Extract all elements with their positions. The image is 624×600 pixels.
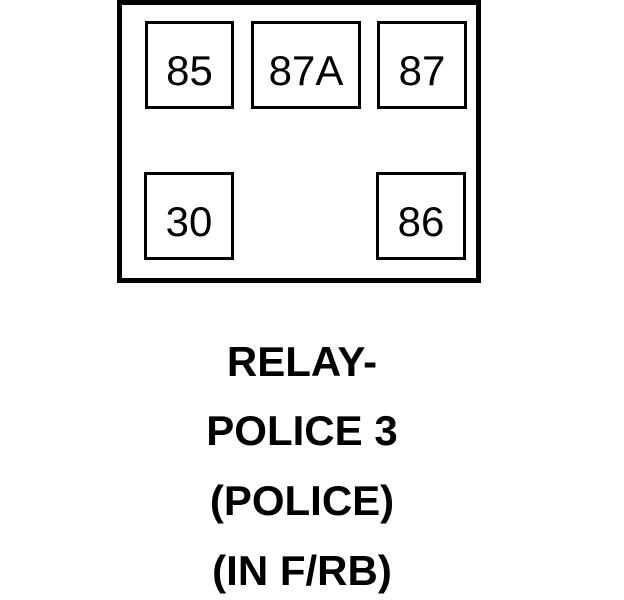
pin-terminal-87: 87 xyxy=(377,21,467,109)
pin-terminal-85-label: 85 xyxy=(166,47,213,94)
pin-terminal-87-label: 87 xyxy=(398,47,446,94)
caption-line-relay: RELAY- xyxy=(226,338,378,385)
relay-body-outline: 85 87A 87 30 86 xyxy=(117,0,481,283)
pin-terminal-86-label: 86 xyxy=(397,198,445,245)
caption-line-in-frb: (IN F/RB) xyxy=(212,547,392,594)
caption-line-police-3: POLICE 3 xyxy=(206,407,398,454)
caption-line-police: (POLICE) xyxy=(209,477,395,524)
pin-terminal-85: 85 xyxy=(145,21,234,109)
pin-terminal-87a-label: 87A xyxy=(268,47,344,94)
pin-terminal-30: 30 xyxy=(144,172,234,260)
pin-terminal-86: 86 xyxy=(376,172,466,260)
pin-terminal-87a: 87A xyxy=(251,21,361,109)
pin-terminal-30-label: 30 xyxy=(165,198,213,245)
